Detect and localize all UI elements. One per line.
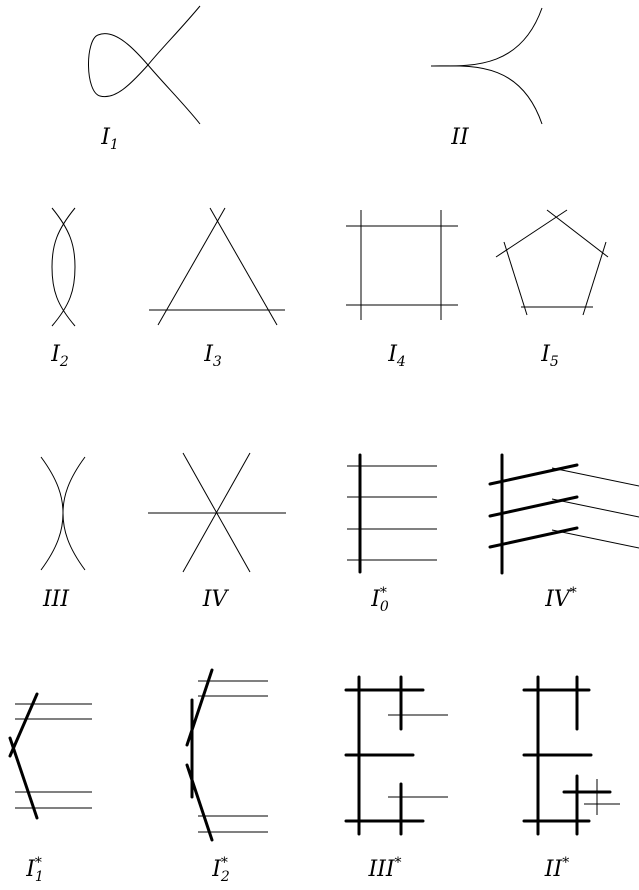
fiber-II [430, 7, 543, 125]
label-I2: I2 [50, 342, 69, 370]
fiber-I5 [495, 209, 609, 316]
label-III: III [42, 587, 70, 612]
fiber-IV [148, 452, 286, 573]
label-II-star: II* [544, 855, 569, 882]
label-I1: I1 [100, 125, 119, 153]
label-IV: IV [202, 587, 230, 612]
fiber-I1-star [8, 692, 92, 820]
label-I2-star: I*2 [211, 855, 230, 885]
fiber-I4 [346, 210, 458, 320]
fiber-I2-star [185, 668, 268, 842]
label-IV-star: IV* [544, 585, 577, 612]
fiber-II-star [522, 675, 620, 836]
fiber-I3 [149, 207, 285, 326]
label-I5: I5 [540, 342, 559, 370]
label-I4: I4 [387, 342, 406, 370]
fiber-I2 [51, 207, 76, 327]
label-I1-star: I*1 [25, 855, 44, 885]
fiber-I0-star [347, 453, 437, 574]
fiber-I1 [88, 5, 201, 125]
fiber-III-star [344, 675, 448, 836]
label-I3: I3 [203, 342, 222, 370]
fiber-IV-star [488, 453, 639, 575]
label-I0-star: I*0 [370, 585, 389, 615]
label-II: II [450, 125, 470, 150]
fiber-III [40, 456, 86, 571]
label-III-star: III* [367, 855, 401, 882]
